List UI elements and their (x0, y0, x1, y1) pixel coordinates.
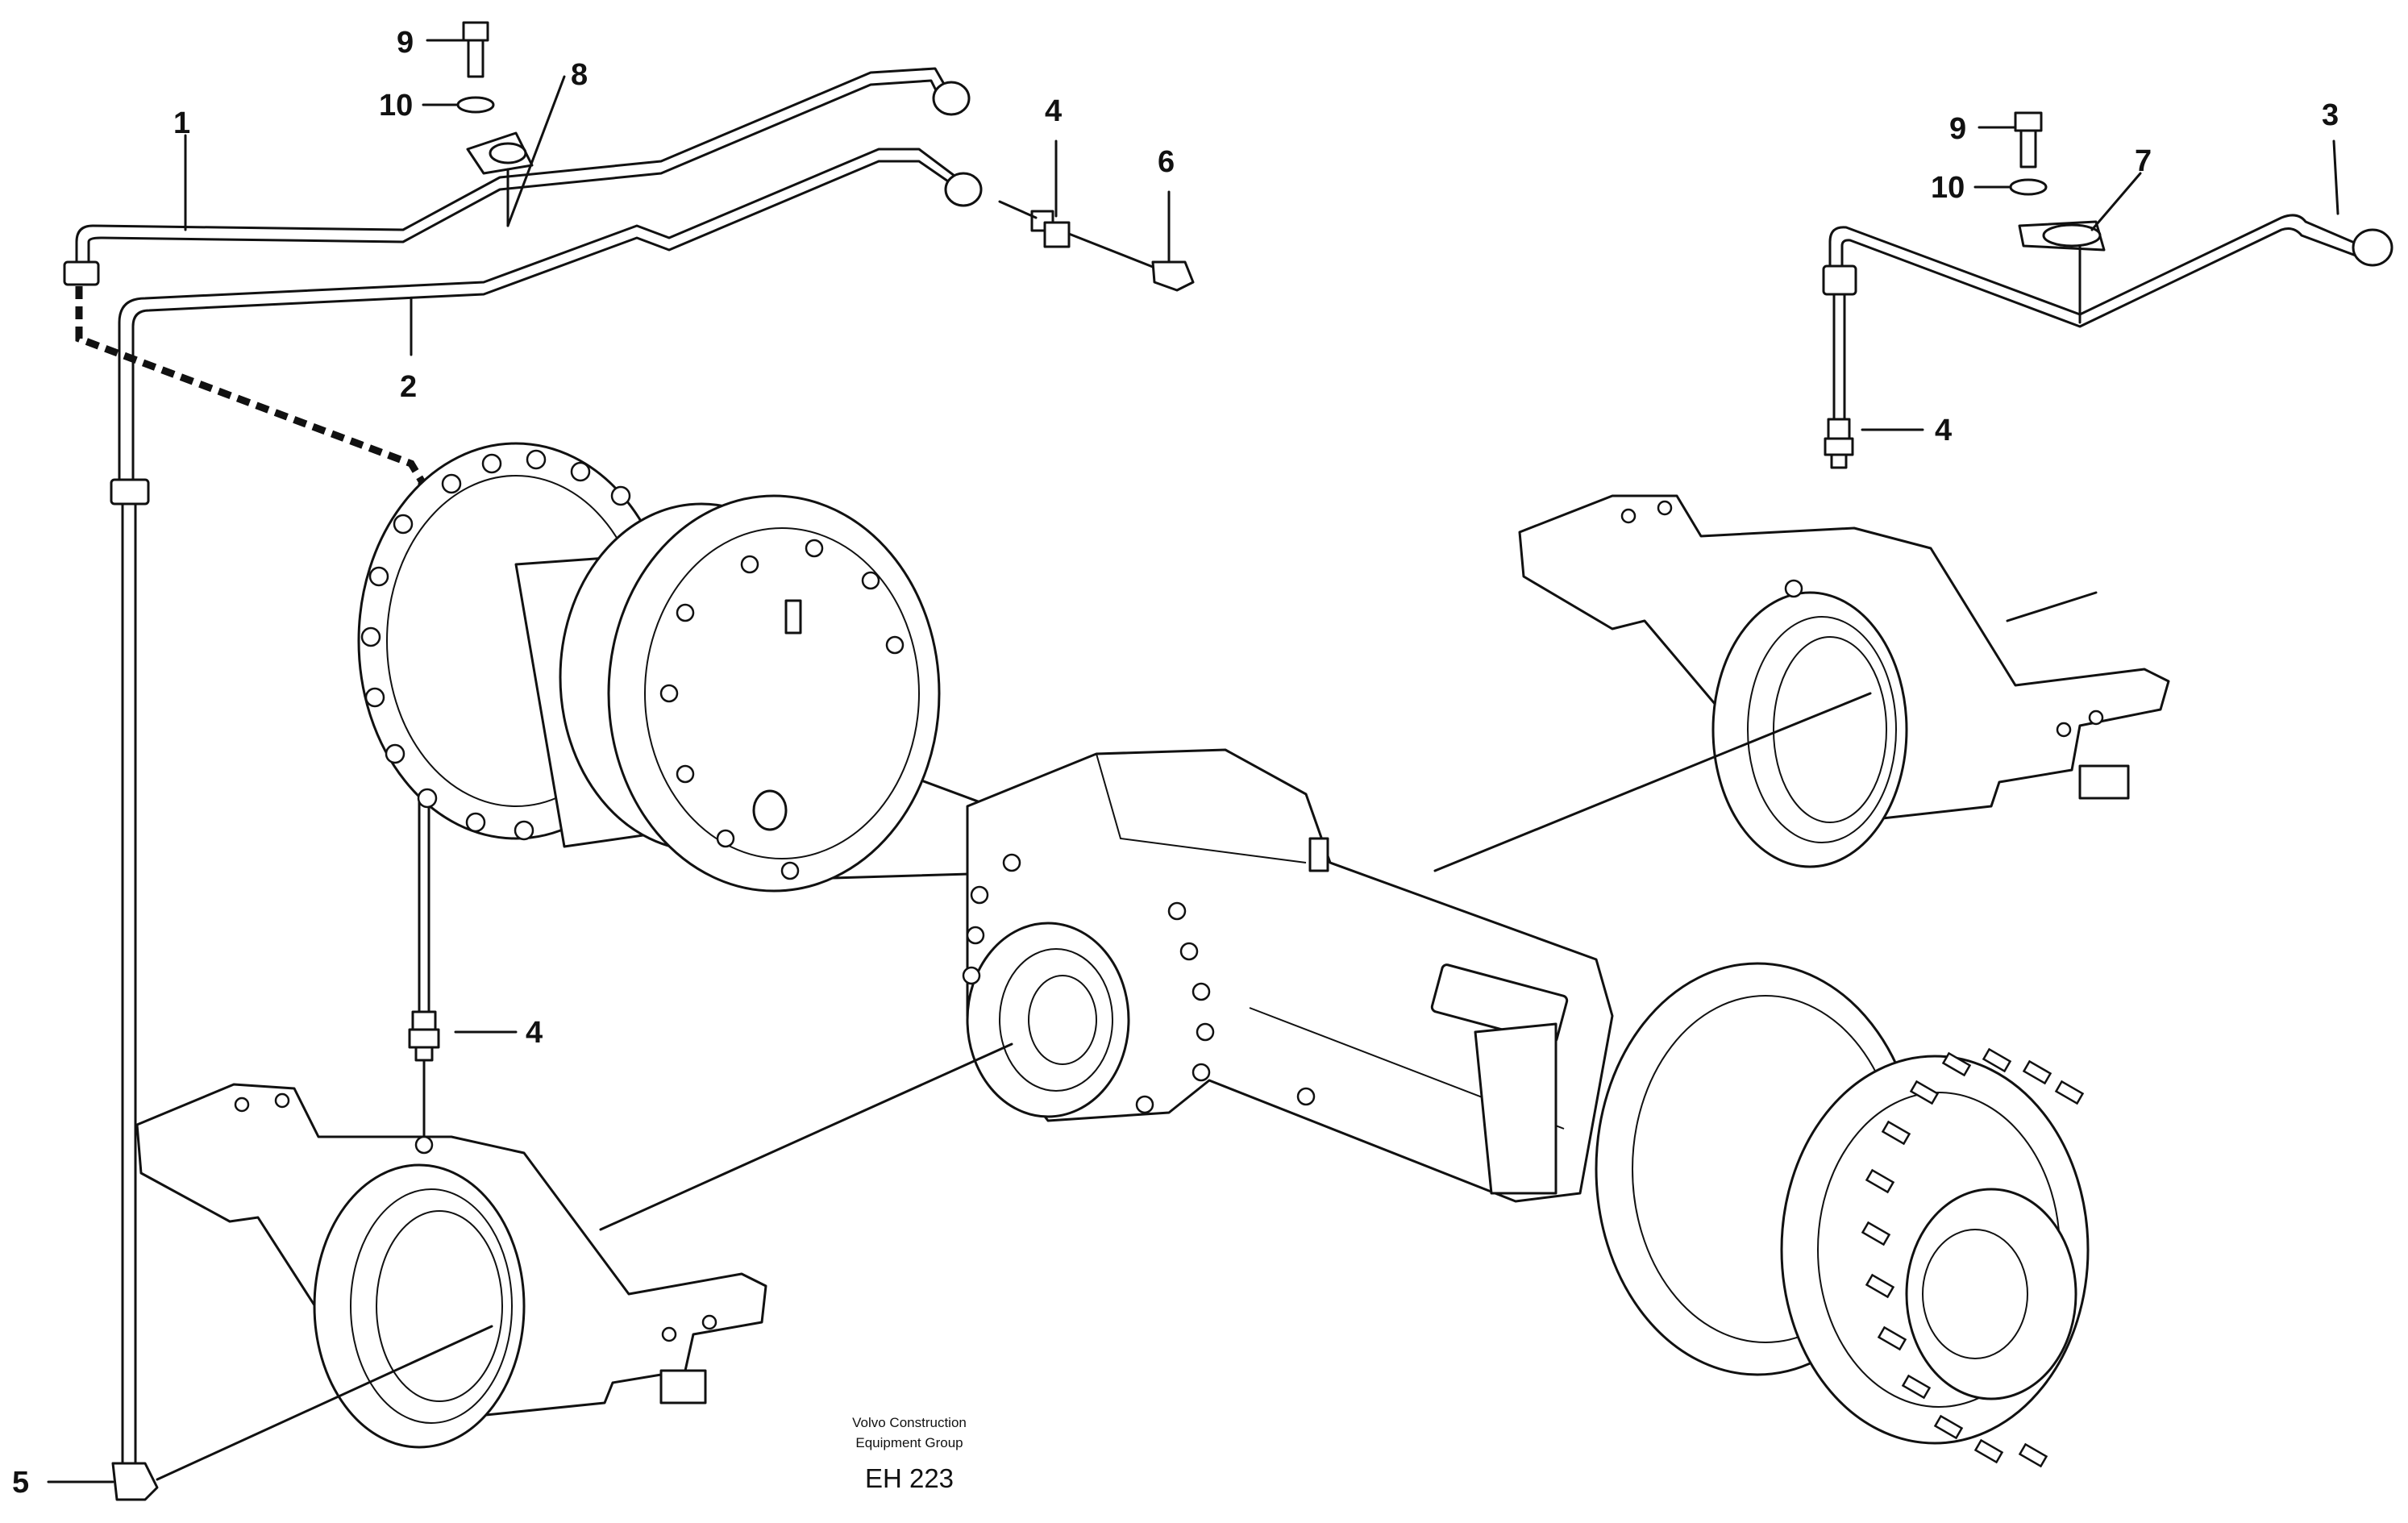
nipple-4-lower (408, 1010, 440, 1146)
callout-2: 2 (400, 370, 417, 404)
differential-housing (962, 748, 1614, 1203)
footer-company-line1: Volvo Construction (852, 1415, 967, 1430)
pipe-2 (118, 148, 983, 493)
clamp-7 (2018, 220, 2106, 252)
wheel-hub-right (1595, 962, 2090, 1468)
mount-bracket-right (1518, 494, 2170, 868)
pipe-3 (1822, 214, 2393, 328)
pipe-vertical-left (110, 478, 159, 1501)
hidden-pipe-path (75, 286, 426, 486)
callout-4-upper: 4 (1045, 94, 1062, 128)
callout-4-right: 4 (1935, 414, 1952, 447)
callout-5: 5 (12, 1466, 29, 1500)
bolt-9-right (2014, 111, 2043, 169)
callout-3: 3 (2322, 98, 2339, 132)
bolt-9-left (462, 21, 489, 78)
washer-10-left (456, 96, 495, 114)
nipple-4-right (1824, 418, 1854, 469)
callout-10-left: 10 (379, 89, 413, 123)
footer-diagram-code: EH 223 (865, 1463, 954, 1493)
callout-9-left: 9 (397, 26, 414, 60)
footer-company-line2: Equipment Group (855, 1435, 963, 1450)
callout-10-right: 10 (1931, 171, 1965, 205)
washer-10-right (2009, 178, 2048, 196)
callout-9-right: 9 (1949, 112, 1966, 146)
wheel-hub-left (357, 442, 941, 893)
pipe-1 (63, 67, 971, 286)
callout-4-lower: 4 (526, 1016, 543, 1050)
axle-tube-right (1430, 963, 1569, 1195)
leader-lines (47, 39, 2339, 1483)
clamp-8 (466, 131, 534, 175)
callout-7: 7 (2135, 144, 2152, 178)
elbow-6 (1151, 260, 1195, 292)
nipple-4-upper (998, 200, 1162, 272)
callout-8: 8 (571, 58, 588, 92)
callout-6: 6 (1158, 145, 1175, 179)
mount-bracket-left (135, 1083, 767, 1449)
callout-1: 1 (173, 106, 190, 140)
